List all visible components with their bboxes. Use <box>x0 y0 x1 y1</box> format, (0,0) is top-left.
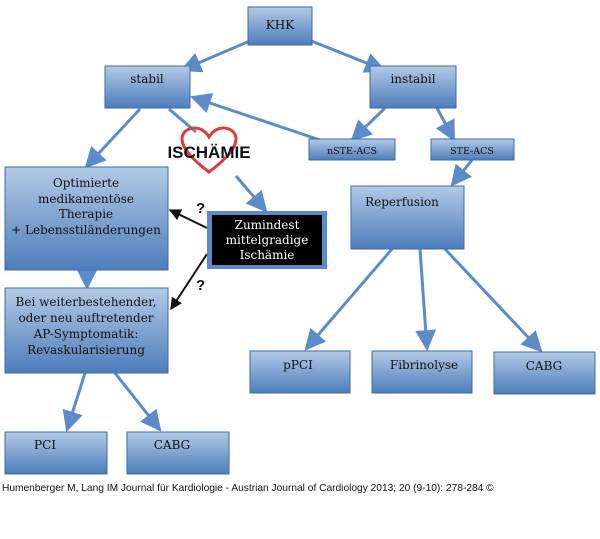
node-cabg-right-label: CABG <box>526 359 562 373</box>
arrow-ischemia-to-revasc <box>170 253 208 311</box>
question-mark-upper: ? <box>196 200 205 217</box>
arrow-khk-to-stabil <box>180 38 253 73</box>
uncertain-arrows <box>168 209 208 311</box>
node-optimized-therapy: Optimierte medikamentöse Therapie + Lebe… <box>4 166 169 271</box>
node-ischemia-line-1: Zumindest <box>235 218 300 232</box>
node-revascularization: Bei weiterbestehender, oder neu auftrete… <box>4 287 169 374</box>
heart-icon <box>180 126 238 174</box>
question-mark-lower: ? <box>196 277 205 294</box>
node-optimized-line-1: Optimierte <box>53 176 119 190</box>
node-fibrinolyse: Fibrinolyse <box>371 350 473 394</box>
node-ppci-label: pPCI <box>283 358 313 372</box>
arrow-instabil-to-ste <box>435 107 456 142</box>
citation-caption: Humenberger M, Lang IM Journal für Kardi… <box>2 483 494 494</box>
node-fibrinolyse-label: Fibrinolyse <box>390 358 458 372</box>
node-ste-acs: STE-ACS <box>430 138 515 161</box>
node-cabg-right: CABG <box>493 351 596 395</box>
arrow-stabil-to-optimized <box>84 107 142 169</box>
node-ischemia-line-3: Ischämie <box>240 248 295 262</box>
node-pci-label: PCI <box>34 438 56 452</box>
ischaemie-logo-text: ISCHÄMIE <box>167 143 250 162</box>
node-ppci: pPCI <box>249 350 351 394</box>
node-cabg-left: CABG <box>126 431 230 475</box>
node-nste-acs: nSTE-ACS <box>308 138 396 161</box>
node-stabil: stabil <box>104 65 191 109</box>
arrow-ste-to-reperfusion <box>450 159 474 187</box>
arrow-logo-to-ischemia <box>234 175 268 213</box>
arrow-nste-to-stabil <box>190 93 321 142</box>
node-khk: KHK <box>247 6 313 46</box>
node-ischemia-line-2: mittelgradige <box>226 233 309 247</box>
node-instabil-label: instabil <box>390 72 435 86</box>
node-optimized-line-4: + Lebensstiländerungen <box>11 223 161 237</box>
node-optimized-line-3: Therapie <box>59 207 113 221</box>
node-optimized-line-2: medikamentöse <box>38 192 134 206</box>
node-revasc-line-1: Bei weiterbestehender, <box>16 295 157 309</box>
node-nste-acs-label: nSTE-ACS <box>327 146 377 157</box>
node-reperfusion-label: Reperfusion <box>365 195 439 209</box>
node-cabg-left-label: CABG <box>154 438 190 452</box>
node-stabil-label: stabil <box>130 72 164 86</box>
node-khk-label: KHK <box>266 18 295 32</box>
node-revasc-line-4: Revaskularisierung <box>27 343 145 357</box>
node-ischemia: Zumindest mittelgradige Ischämie <box>207 211 327 269</box>
connectors <box>62 38 543 433</box>
arrow-revasc-to-pci <box>62 372 87 433</box>
node-instabil: instabil <box>369 65 457 109</box>
arrow-instabil-to-nste <box>350 106 387 142</box>
arrow-reperfusion-to-ppci <box>304 248 394 351</box>
node-revasc-line-2: oder neu auftretender <box>18 311 153 325</box>
arrow-revasc-to-cabg <box>113 372 162 432</box>
arrow-reperfusion-to-cabg <box>443 247 543 353</box>
node-pci: PCI <box>4 431 108 475</box>
node-ste-acs-label: STE-ACS <box>450 146 494 157</box>
arrow-khk-to-instabil <box>308 38 386 73</box>
node-revasc-line-3: AP-Symptomatik: <box>33 327 139 341</box>
arrow-ischemia-to-optimized <box>168 209 208 229</box>
ischaemie-logo: ISCHÄMIE <box>167 126 251 174</box>
arrow-reperfusion-to-fibrinolyse <box>415 248 437 352</box>
node-reperfusion: Reperfusion <box>350 185 465 250</box>
